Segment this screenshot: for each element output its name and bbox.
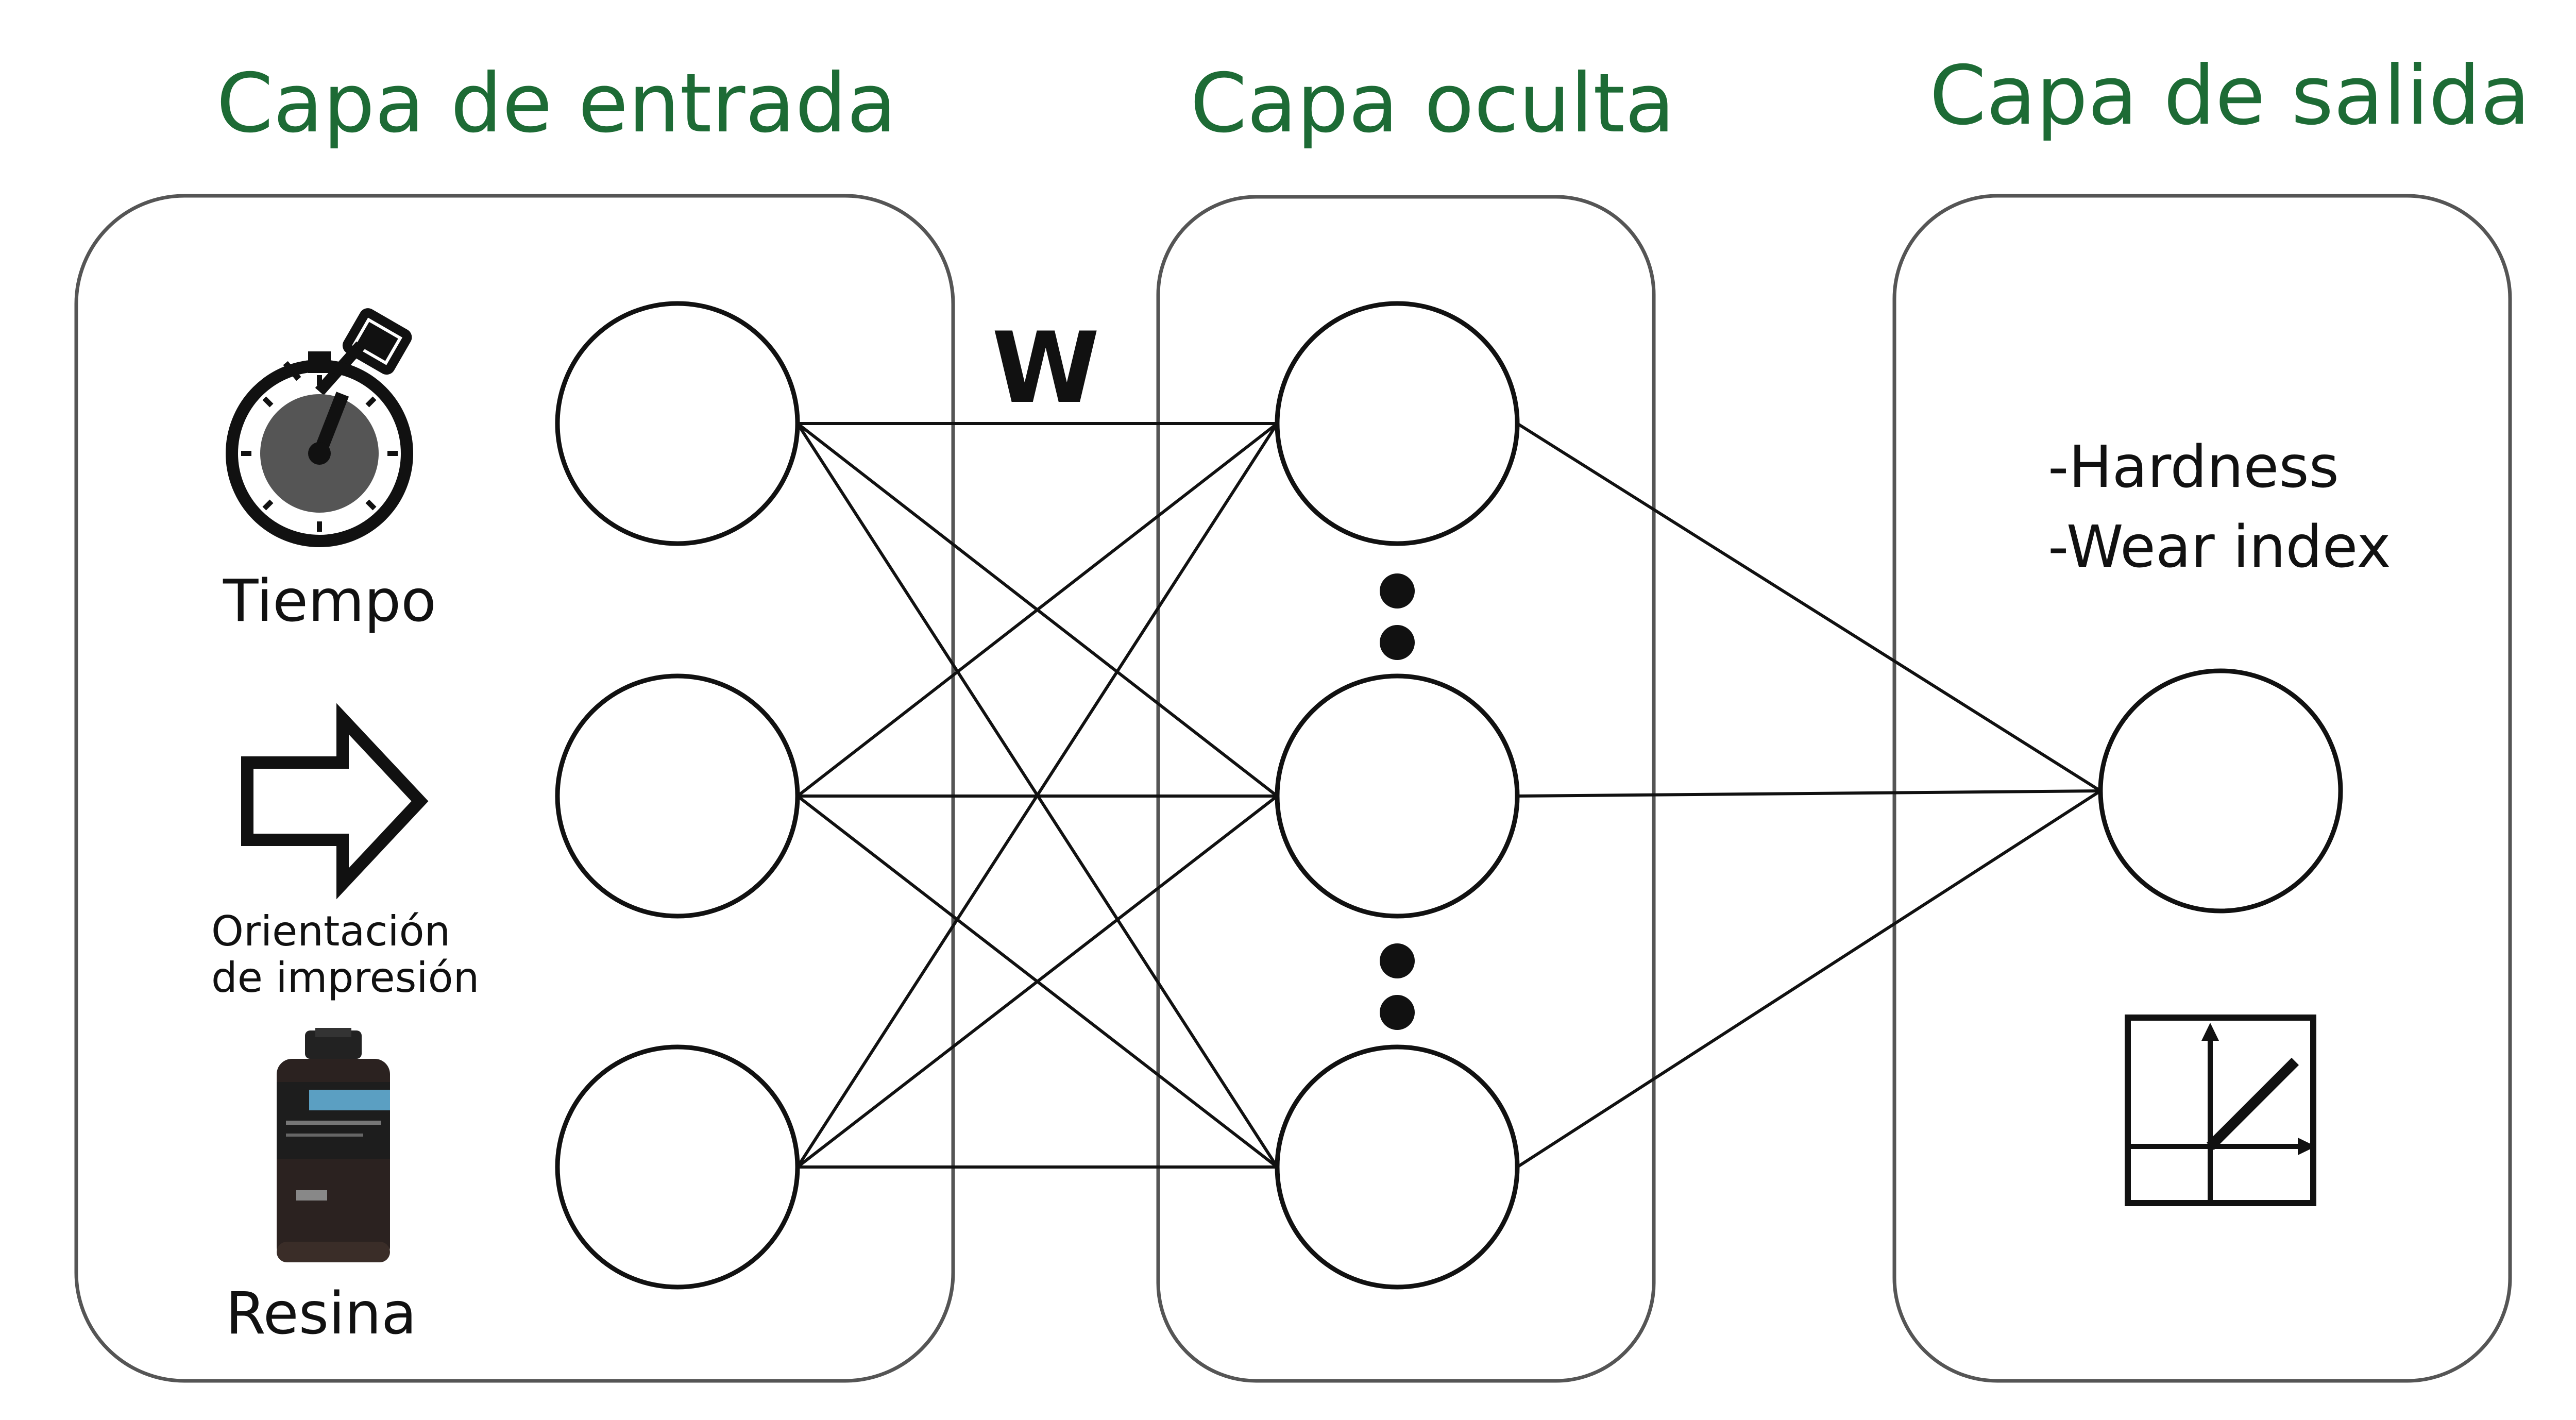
output-layer-panel: [1892, 194, 2512, 1383]
stopwatch-icon: [226, 308, 413, 547]
hidden-layer-title: Capa oculta: [1190, 56, 1675, 151]
input-label-time: Tiempo: [223, 568, 436, 635]
output-label-hardness: -Hardness: [2048, 434, 2339, 501]
edge-input-hidden-3-2: [796, 794, 1278, 1169]
hidden-ellipsis-lower: [1380, 943, 1415, 1030]
hidden-ellipsis-upper: [1380, 573, 1415, 660]
edge-hidden-output-3-1: [1516, 789, 2102, 1169]
hidden-node-3: [1275, 1044, 1520, 1290]
edge-input-hidden-3-1: [796, 422, 1279, 1168]
arrow-right-icon: [241, 703, 429, 900]
hidden-node-2: [1275, 673, 1520, 919]
edge-hidden-output-1-1: [1516, 422, 2102, 792]
input-label-resin: Resina: [226, 1280, 417, 1347]
edge-hidden-output-2-1: [1517, 789, 2101, 798]
input-label-orientation-line1: Orientación: [211, 907, 450, 955]
input-layer-panel: [74, 194, 955, 1383]
weight-label: W: [992, 311, 1100, 425]
linear-graph-icon: [2125, 1015, 2316, 1206]
output-label-wear-index: -Wear index: [2048, 514, 2391, 581]
output-layer-title: Capa de salida: [1929, 48, 2530, 143]
input-node-2: [555, 673, 800, 919]
input-node-1: [555, 301, 800, 546]
hidden-layer-panel: [1156, 195, 1656, 1383]
output-node: [2098, 668, 2343, 914]
input-layer-title: Capa de entrada: [216, 56, 896, 151]
connection-edges: [796, 422, 2102, 1169]
resin-bottle-icon: [277, 1028, 390, 1262]
edge-input-hidden-2-1: [796, 422, 1278, 798]
input-label-orientation-line2: de impresión: [211, 954, 479, 1002]
hidden-node-1: [1275, 301, 1520, 546]
input-node-3: [555, 1044, 800, 1290]
